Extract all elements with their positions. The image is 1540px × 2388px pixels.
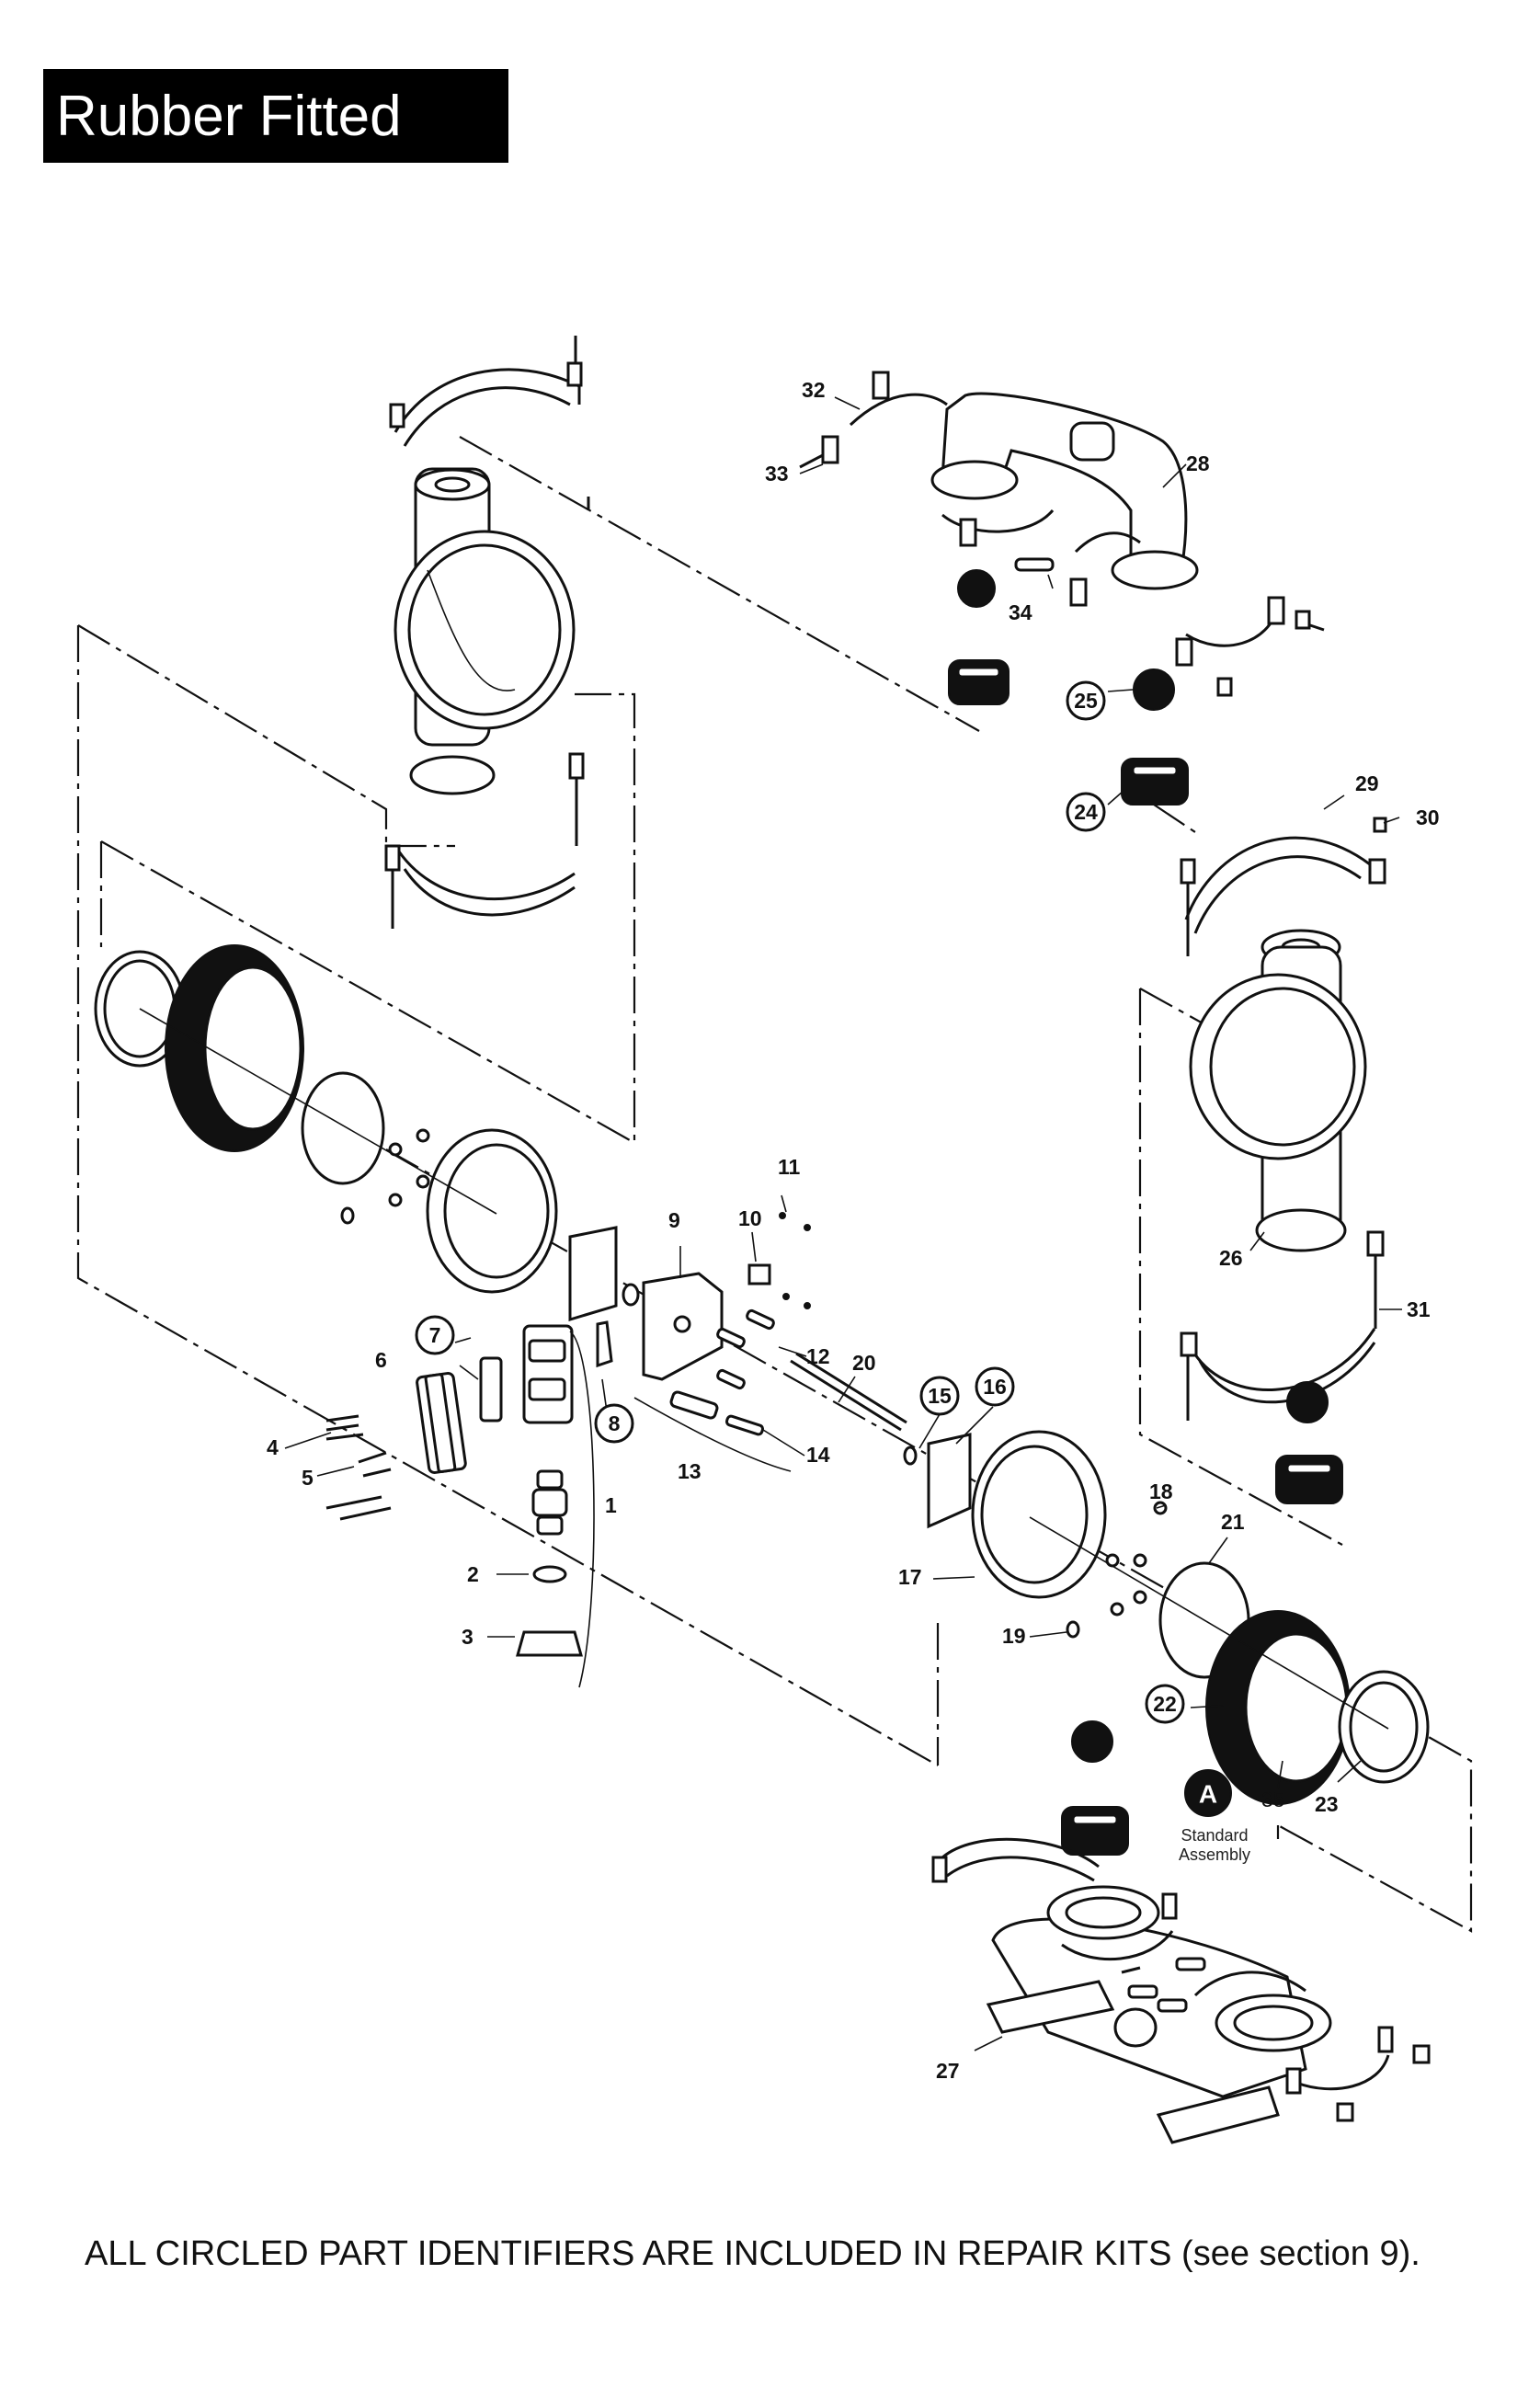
- gasket-plate-right: [927, 1433, 972, 1529]
- part-label: 3: [462, 1625, 473, 1649]
- upper-manifold: [941, 392, 1188, 572]
- inner-diaphragm-plate-left: [301, 1071, 385, 1185]
- part-label: 25: [1074, 689, 1098, 713]
- valve-cap: [516, 1630, 583, 1657]
- part-label: 34: [1009, 600, 1032, 624]
- standard-assembly-callout: A Standard Assembly: [1179, 1769, 1250, 1864]
- part-circle: [415, 1315, 455, 1355]
- part-label: 5: [302, 1466, 314, 1490]
- part-label: 10: [738, 1206, 762, 1230]
- part-label: 8: [609, 1411, 621, 1435]
- hex-nut-icon: [1336, 2102, 1354, 2122]
- clip-icon: [596, 1320, 613, 1368]
- part-label: 15: [928, 1384, 952, 1408]
- part-label: 32: [802, 378, 826, 402]
- hex-nut-icon: [1295, 610, 1311, 630]
- part-circle: [975, 1366, 1015, 1407]
- o-ring-icon: [532, 1565, 567, 1583]
- clamp-bolt-icon: [931, 1856, 948, 1883]
- hex-nut-icon: [566, 361, 583, 387]
- part-label: 19: [1002, 1624, 1026, 1648]
- part-label: 18: [1149, 1480, 1173, 1503]
- hex-nut-icon: [1412, 2044, 1431, 2064]
- part-label: 2: [467, 1562, 479, 1586]
- center-valve-components: [325, 1212, 907, 1688]
- part-label: 20: [852, 1351, 876, 1375]
- part-label: 33: [765, 462, 789, 486]
- part-circle: [919, 1376, 960, 1416]
- spool-icon: [536, 1469, 564, 1490]
- hex-nut-icon: [1366, 1230, 1385, 1257]
- part-label: 26: [1219, 1246, 1243, 1270]
- part-label: 17: [898, 1565, 922, 1589]
- callout-a-letter: A: [1199, 1780, 1217, 1809]
- part-label: 21: [1221, 1510, 1245, 1534]
- part-circle: [1145, 1684, 1185, 1724]
- left-diaphragm-stack: [94, 944, 558, 1294]
- part-circle: [594, 1403, 634, 1444]
- pilot-spool: [669, 1390, 719, 1420]
- part-label: 24: [1074, 800, 1098, 824]
- part-label: 22: [1153, 1692, 1177, 1716]
- part-label: 11: [778, 1155, 801, 1179]
- part-circle: [1066, 792, 1106, 832]
- clamp-bolt-icon: [1175, 637, 1193, 667]
- lower-manifold: [991, 1917, 1307, 2098]
- gasket-plate: [568, 1226, 618, 1322]
- hex-nut-icon: [389, 403, 405, 428]
- part-circle: [1066, 680, 1106, 721]
- part-label: 16: [983, 1375, 1007, 1399]
- foot-left: [986, 1980, 1115, 2034]
- top-manifold-assembly: [799, 371, 1325, 806]
- hex-nut-icon: [1373, 817, 1387, 833]
- hex-nut-icon: [384, 844, 401, 872]
- part-label: 4: [267, 1435, 279, 1459]
- part-label: 30: [1416, 806, 1440, 829]
- callout-a-label-line1: Standard: [1181, 1826, 1248, 1845]
- page-title-text: Rubber Fitted: [56, 84, 402, 148]
- right-diaphragm-stack: [903, 1430, 1430, 1805]
- check-ball-icon: [1071, 1720, 1113, 1763]
- page-title: Rubber Fitted: [43, 69, 508, 163]
- plug-icon: [1014, 557, 1055, 572]
- part-label: 13: [678, 1459, 702, 1483]
- hex-nut-icon: [1216, 677, 1233, 697]
- hex-nut-icon: [1180, 1331, 1198, 1357]
- hex-nut-icon: [1180, 858, 1196, 885]
- upper-clamp-band-left: [394, 368, 581, 433]
- part-label: 28: [1186, 451, 1210, 475]
- repair-kit-note: ALL CIRCLED PART IDENTIFIERS ARE INCLUDE…: [85, 2234, 1420, 2273]
- part-label: 14: [806, 1443, 830, 1467]
- port-fitting: [1113, 2007, 1158, 2048]
- part-label: 31: [1407, 1297, 1431, 1321]
- foot-right: [1156, 2085, 1280, 2144]
- check-ball-icon: [1286, 1381, 1329, 1423]
- hex-nut-icon: [1368, 858, 1386, 885]
- part-label: 6: [375, 1348, 387, 1372]
- clamp-bolt-icon: [872, 371, 890, 400]
- part-label: 7: [429, 1323, 441, 1347]
- check-ball-icon: [1133, 668, 1175, 711]
- clamp-bolt-icon: [821, 435, 839, 464]
- air-valve-gasket: [479, 1356, 503, 1423]
- part-labels: 32 33 28 34 25 24 29 30 31 26 11 10 9 12…: [267, 378, 1440, 2083]
- callout-a-badge: [1184, 1769, 1232, 1817]
- clamp-bolt-icon: [1267, 596, 1285, 625]
- hex-nut-icon: [568, 752, 585, 780]
- part-label: 29: [1355, 771, 1379, 795]
- clamp-bolt-icon: [1161, 1892, 1178, 1920]
- bushing-icon: [747, 1263, 771, 1285]
- part-label: 23: [1315, 1792, 1339, 1816]
- bottom-manifold-assembly: [931, 1720, 1431, 2144]
- callout-a-label-line2: Assembly: [1179, 1845, 1250, 1864]
- part-label: 9: [668, 1208, 680, 1232]
- part-label: 27: [936, 2059, 960, 2083]
- part-label: 12: [806, 1344, 830, 1368]
- check-ball-icon: [957, 569, 996, 608]
- right-chamber-assembly: [1180, 817, 1387, 1504]
- part-label: 1: [605, 1493, 617, 1517]
- left-chamber-assembly: [384, 336, 590, 929]
- part-label: 35: [1261, 1788, 1285, 1811]
